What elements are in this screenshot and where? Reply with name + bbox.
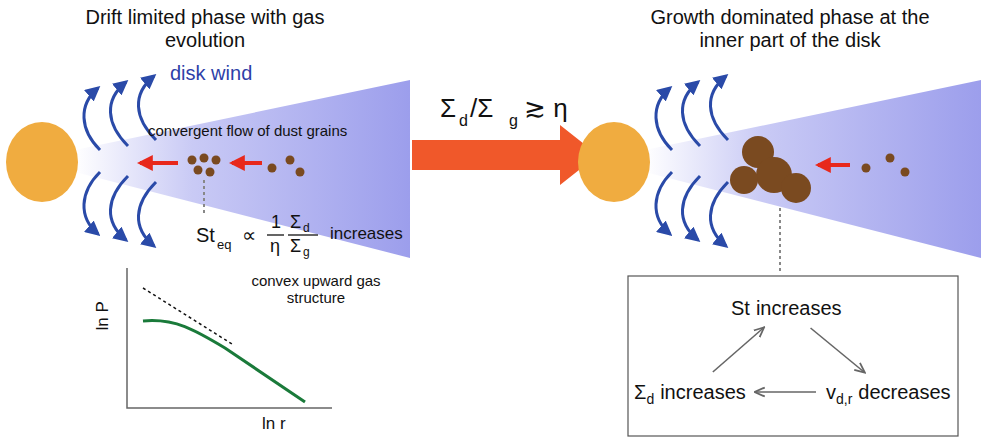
cycle-step: Σd increases bbox=[628, 376, 752, 408]
cycle-arrow bbox=[713, 328, 763, 372]
cycle-arrow bbox=[756, 391, 816, 393]
gas-disk bbox=[645, 80, 981, 258]
label-text: ≳ η bbox=[524, 94, 568, 124]
step-text: increases bbox=[660, 381, 746, 403]
step-text: increases bbox=[756, 297, 842, 319]
label-text: η bbox=[270, 236, 280, 257]
leader-line bbox=[203, 180, 205, 215]
step-text: d bbox=[646, 391, 654, 407]
label-text: Σ bbox=[290, 212, 301, 233]
heading-text: Growth dominated phase at the inner part… bbox=[640, 6, 940, 52]
label-text: 1 bbox=[271, 212, 281, 233]
step-text: d,r bbox=[836, 391, 852, 407]
leader-line bbox=[779, 208, 781, 272]
label-text: ∝ bbox=[242, 224, 256, 247]
dust-grains bbox=[730, 136, 910, 203]
heading-text: convex upward gas structure bbox=[246, 272, 386, 307]
cycle-arrow bbox=[811, 328, 864, 372]
label-text: convergent flow of dust grains bbox=[148, 122, 347, 139]
step-text: St bbox=[731, 297, 750, 319]
label-text: Σ bbox=[290, 236, 301, 257]
label-text: ln P bbox=[93, 301, 113, 330]
label-text: g bbox=[509, 112, 518, 130]
heading-text: Drift limited phase with gas evolution bbox=[85, 6, 325, 52]
step-text: decreases bbox=[858, 381, 950, 403]
label-text: d bbox=[459, 112, 468, 130]
feedback-box bbox=[628, 276, 958, 436]
label-text: Σ bbox=[440, 94, 456, 124]
step-text: Σ bbox=[634, 381, 646, 403]
label-text: disk wind bbox=[170, 62, 252, 85]
label-text: eq bbox=[217, 238, 231, 253]
label-text: g bbox=[303, 246, 310, 260]
label-text: d bbox=[303, 222, 310, 236]
transition-arrow bbox=[412, 125, 598, 185]
step-text: v bbox=[826, 381, 836, 403]
gas-disk bbox=[75, 80, 410, 258]
disk-wind-arcs bbox=[656, 76, 728, 246]
star bbox=[578, 122, 650, 202]
star bbox=[6, 122, 78, 202]
dust-grains bbox=[188, 154, 305, 177]
label-text: ln r bbox=[262, 414, 286, 434]
label-text: increases bbox=[330, 224, 403, 244]
label-text: St bbox=[196, 224, 215, 247]
cycle-step: vd,r decreases bbox=[820, 376, 957, 408]
fraction-bar bbox=[267, 234, 284, 235]
label-text: /Σ bbox=[470, 94, 493, 124]
cycle-step: St increases bbox=[725, 292, 848, 324]
